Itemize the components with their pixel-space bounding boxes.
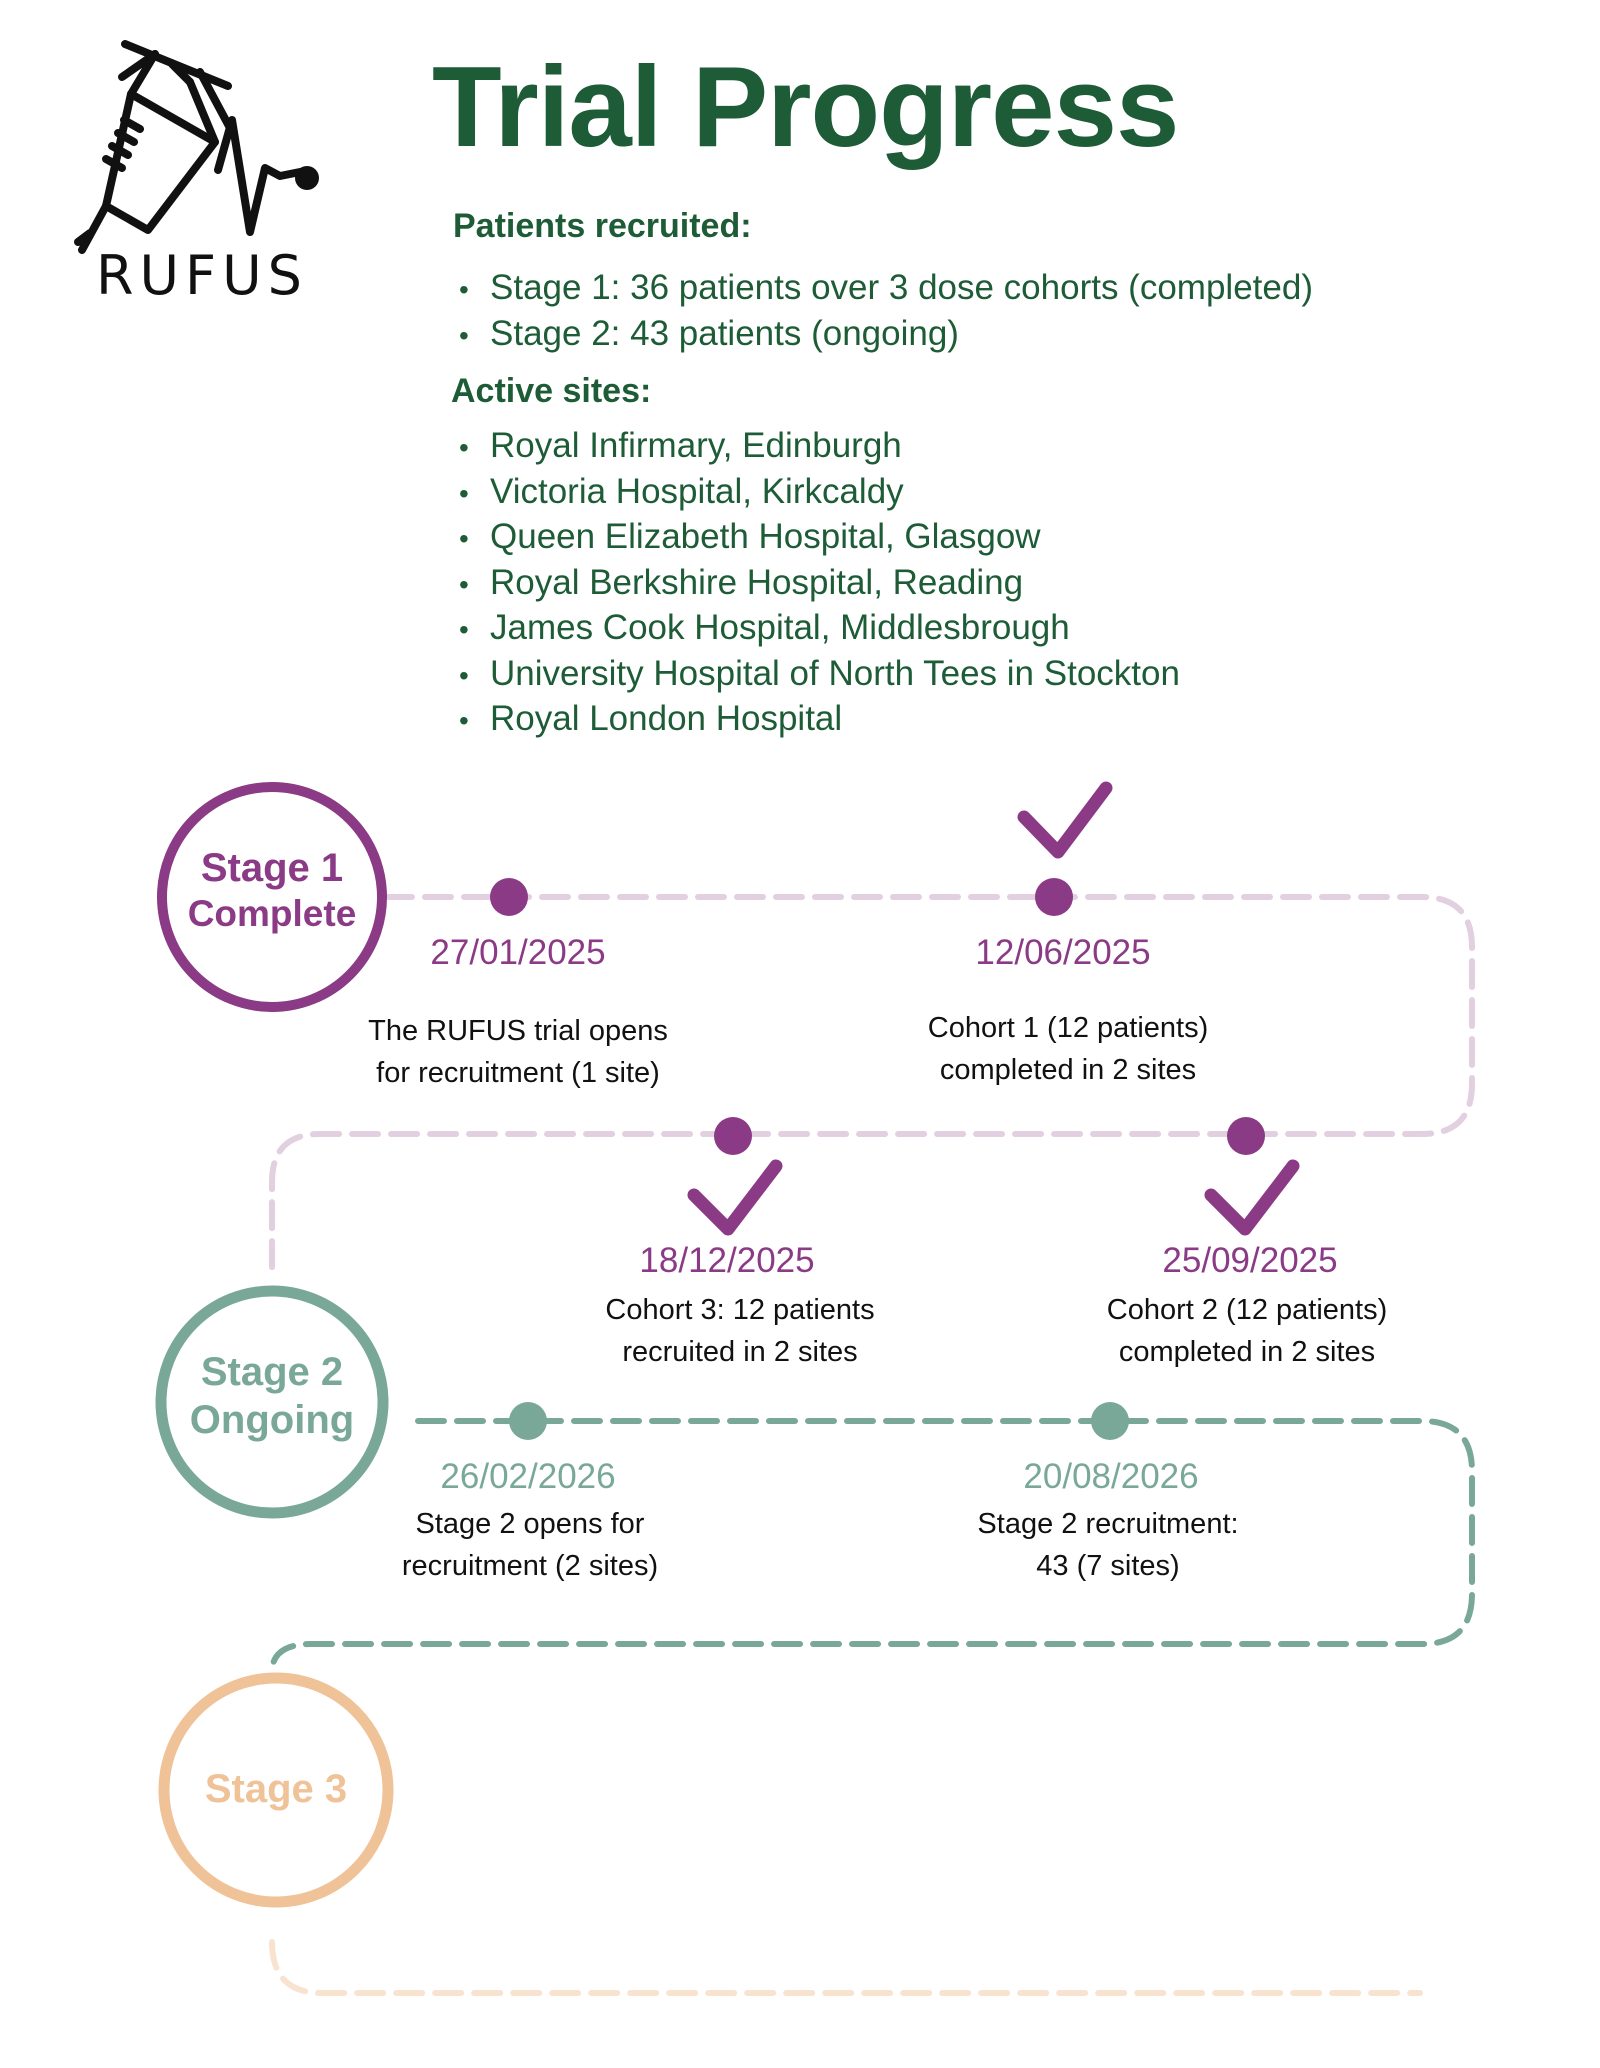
stage1-path <box>269 894 1475 1281</box>
stage2-title: Stage 2 <box>200 1350 344 1394</box>
milestone-description-line: for recruitment (1 site) <box>376 1057 660 1089</box>
list-item: •Royal Berkshire Hospital, Reading <box>459 562 1024 602</box>
stage2-path <box>269 1418 1475 1675</box>
checkmark-icon <box>1017 781 1113 859</box>
stage2-label: Stage 2 Ongoing <box>172 1348 372 1444</box>
checkmark-icon <box>1204 1159 1300 1236</box>
milestone-description: The RUFUS trial opens for recruitment (1… <box>368 1010 668 1094</box>
list-item: •University Hospital of North Tees in St… <box>459 653 1180 693</box>
milestone-description-line: recruitment (2 sites) <box>401 1550 659 1582</box>
milestone-date: 12/06/2025 <box>975 933 1151 972</box>
stage3-path <box>269 1939 1423 1996</box>
milestone-dot-6 <box>1091 1402 1129 1440</box>
list-item: •Stage 2: 43 patients (ongoing) <box>459 313 959 353</box>
milestone-description-line: Cohort 1 (12 patients) <box>927 1012 1209 1044</box>
milestone-dot-2 <box>1035 878 1073 916</box>
stage1-label: Stage 1 Complete <box>172 844 372 936</box>
patients-heading: Patients recruited: <box>453 207 752 245</box>
list-item: •Queen Elizabeth Hospital, Glasgow <box>459 517 1041 556</box>
list-item: •James Cook Hospital, Middlesbrough <box>459 608 1070 647</box>
milestone-description-line: recruited in 2 sites <box>622 1336 858 1368</box>
milestone-description-line: The RUFUS trial opens <box>368 1015 668 1047</box>
stage2-circle <box>155 1285 389 1519</box>
milestone-description-line: completed in 2 sites <box>939 1054 1197 1086</box>
list-item: •Stage 1: 36 patients over 3 dose cohort… <box>459 268 1313 307</box>
milestone-description: Stage 2 opens for recruitment (2 sites) <box>402 1503 658 1587</box>
milestone-description-line: Stage 2 recruitment: <box>977 1508 1239 1540</box>
stage2-status: Ongoing <box>189 1398 355 1442</box>
milestone-description: Cohort 2 (12 patients) completed in 2 si… <box>1107 1289 1387 1373</box>
milestone-description-line: Stage 2 opens for <box>415 1508 645 1540</box>
stage1-title: Stage 1 <box>200 846 344 890</box>
milestone-date: 18/12/2025 <box>639 1241 815 1280</box>
milestone-date: 25/09/2025 <box>1162 1241 1338 1280</box>
list-item: •Victoria Hospital, Kirkcaldy <box>459 471 904 511</box>
logo-wordmark: RUFUS <box>96 244 308 307</box>
rufus-logo-icon <box>74 40 319 254</box>
stage1-circle <box>157 782 387 1012</box>
milestone-description-line: 43 (7 sites) <box>1036 1550 1180 1582</box>
milestone-description-line: completed in 2 sites <box>1118 1336 1376 1368</box>
milestone-date: 20/08/2026 <box>1023 1457 1199 1496</box>
milestone-description-line: Cohort 2 (12 patients) <box>1106 1294 1388 1326</box>
milestone-dot-4 <box>1227 1117 1265 1155</box>
stage3-circle <box>158 1672 394 1908</box>
list-item: •Royal London Hospital <box>459 699 843 738</box>
milestone-description: Cohort 3: 12 patients recruited in 2 sit… <box>605 1289 874 1373</box>
milestone-dot-1 <box>490 878 528 916</box>
milestone-dot-3 <box>714 1117 752 1155</box>
list-item: •Royal Infirmary, Edinburgh <box>459 426 902 465</box>
milestone-dot-5 <box>509 1402 547 1440</box>
sites-list: •Royal Infirmary, Edinburgh •Victoria Ho… <box>459 423 1180 742</box>
checkmark-icon <box>687 1159 783 1236</box>
milestone-description: Cohort 1 (12 patients) completed in 2 si… <box>928 1007 1208 1091</box>
milestone-description: Stage 2 recruitment: 43 (7 sites) <box>977 1503 1238 1587</box>
stage3-label: Stage 3 <box>176 1765 376 1813</box>
milestone-date: 26/02/2026 <box>440 1457 616 1496</box>
stage3-title: Stage 3 <box>204 1767 348 1811</box>
page-title: Trial Progress <box>432 44 1179 171</box>
milestone-date: 27/01/2025 <box>430 933 606 972</box>
stage1-status: Complete <box>187 893 357 934</box>
milestone-description-line: Cohort 3: 12 patients <box>605 1294 875 1326</box>
patients-list: •Stage 1: 36 patients over 3 dose cohort… <box>459 265 1313 356</box>
sites-heading: Active sites: <box>451 372 652 410</box>
